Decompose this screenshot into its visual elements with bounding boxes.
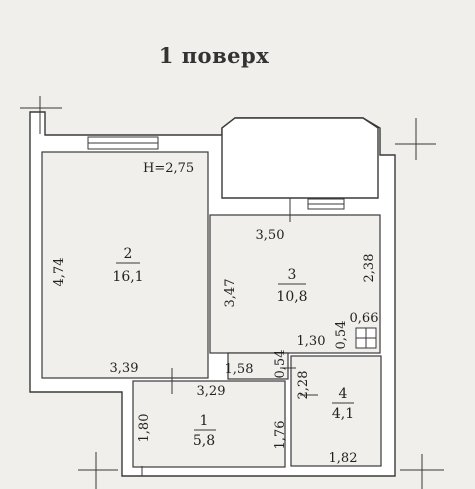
window-marks	[87, 136, 345, 210]
room-4-number: 4	[339, 386, 348, 402]
dim-r3-right: 2,38	[362, 254, 377, 283]
room-1-number: 1	[200, 413, 209, 429]
room-3-number: 3	[288, 267, 297, 283]
room-4-outline	[290, 355, 382, 467]
room-2-number: 2	[124, 246, 133, 262]
dim-r3-shaft: 0,66	[350, 311, 379, 326]
dim-r3-small-vertical: 0,54	[273, 350, 288, 379]
room-4-area: 4,1	[332, 406, 354, 422]
dimension-labels: 4,74 3,39 3,50 3,47 2,38 1,58 0,54 1,30 …	[52, 228, 378, 466]
ceiling-height-label: H=2,75	[143, 161, 194, 176]
bay-window	[221, 117, 379, 199]
plan-title: 1 поверх	[159, 43, 269, 68]
axis-marks	[20, 96, 444, 489]
room-labels: 2 16,1 3 10,8 1 5,8 4 4,1	[112, 246, 354, 449]
dim-r1-right: 1,76	[273, 421, 288, 450]
dim-r4-left: 2,28	[296, 371, 311, 400]
dim-r3-left: 3,47	[223, 279, 238, 308]
dim-r1-left: 1,80	[137, 414, 152, 443]
room-3-area: 10,8	[276, 289, 307, 305]
dim-r3-bottom-mid: 1,30	[297, 334, 326, 349]
dim-r1-top: 3,29	[197, 384, 226, 399]
room-1-area: 5,8	[193, 433, 215, 449]
room-1-outline	[132, 380, 286, 468]
dim-r3-small-vertical-right: 0,54	[334, 321, 349, 350]
room-2-area: 16,1	[112, 269, 143, 285]
dim-r3-bottom-left: 1,58	[225, 362, 254, 377]
dim-r3-top: 3,50	[256, 228, 285, 243]
dim-r2-height: 4,74	[52, 258, 67, 287]
dim-r2-width: 3,39	[110, 361, 139, 376]
dim-r4-bottom: 1,82	[329, 451, 358, 466]
ventilation-shaft-icon	[355, 327, 377, 349]
room-2-outline	[41, 151, 209, 379]
corridor-outline	[227, 352, 289, 380]
